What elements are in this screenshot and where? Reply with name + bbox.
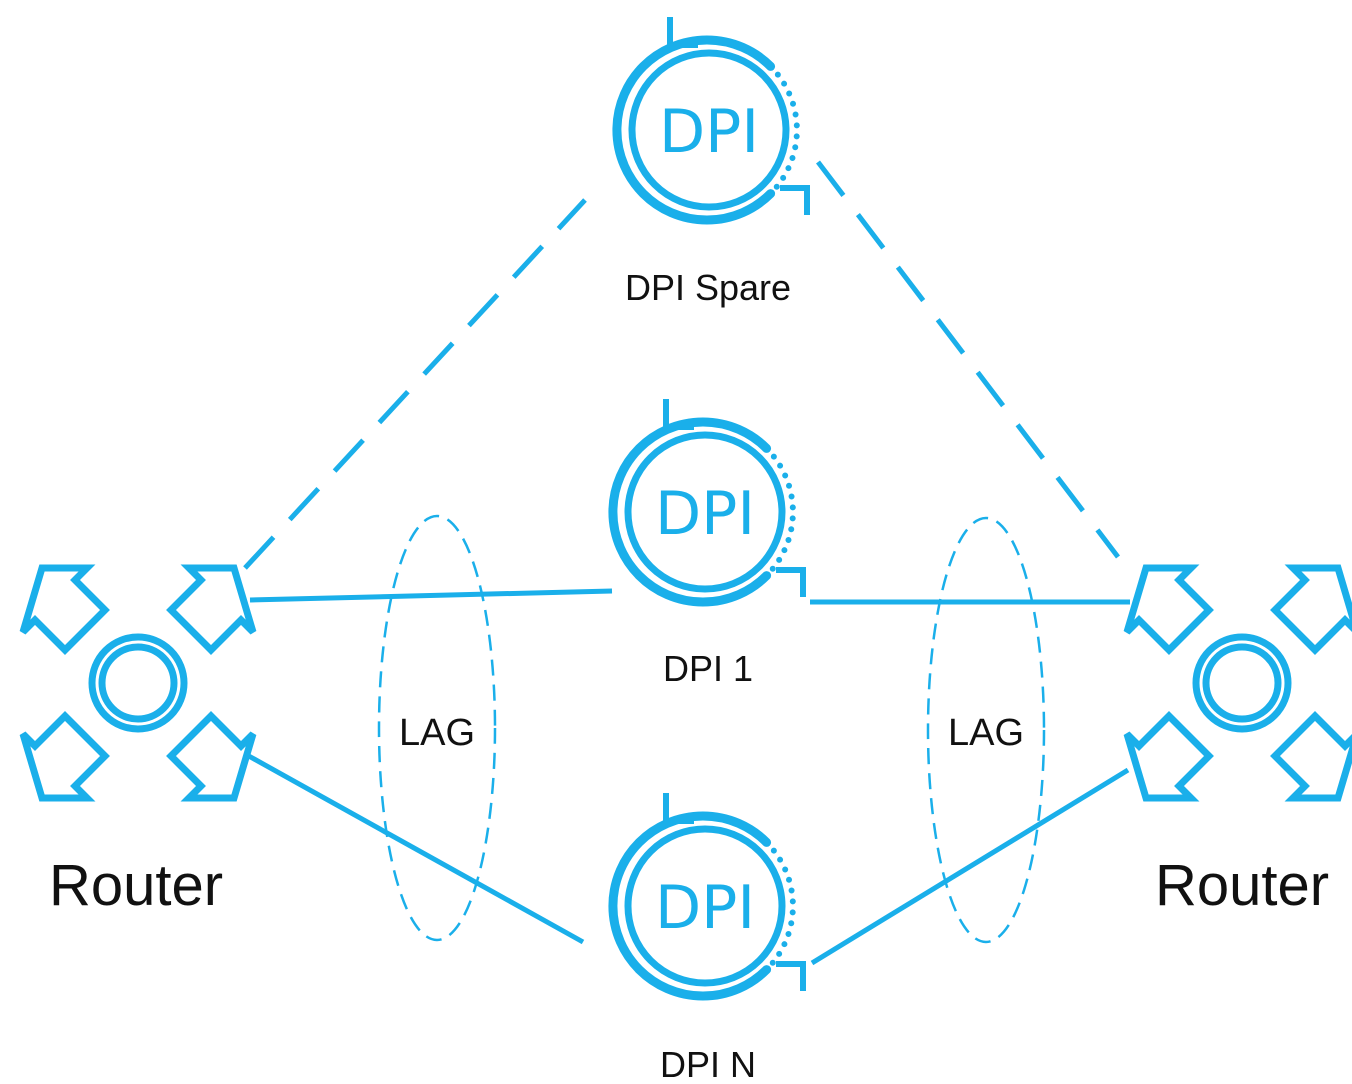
dpi-icon: DPI [613, 793, 803, 996]
lag-label: LAG [948, 712, 1024, 754]
link-dpi-n-router-right [810, 767, 1130, 966]
links [243, 160, 1130, 966]
link-router-left-dpi-spare [243, 198, 587, 570]
dpi-icon-text: DPI [655, 479, 755, 549]
dpi-spare-node: DPI DPI Spare [617, 17, 807, 308]
lag-right: LAG [926, 516, 1046, 944]
lag-ellipse [377, 514, 497, 942]
router-right-label: Router [1155, 853, 1329, 918]
lag-left: LAG [377, 514, 497, 942]
lag-ellipse [926, 516, 1046, 944]
dpi-1-node: DPI DPI 1 [613, 399, 803, 689]
dpi-icon: DPI [617, 17, 807, 220]
dpi-icon-text: DPI [655, 873, 755, 943]
router-right-node: Router [1127, 568, 1352, 918]
dpi-icon-text: DPI [659, 97, 759, 167]
dpi-1-label: DPI 1 [663, 648, 753, 689]
link-router-left-dpi-n [245, 752, 585, 945]
router-left-label: Router [49, 853, 223, 918]
router-left-node: Router [23, 568, 253, 918]
dpi-icon: DPI [613, 399, 803, 602]
dpi-n-node: DPI DPI N [613, 793, 803, 1084]
dpi-n-label: DPI N [660, 1044, 756, 1084]
link-router-left-dpi-1 [249, 588, 613, 603]
dpi-spare-label: DPI Spare [625, 267, 791, 308]
lag-label: LAG [399, 712, 475, 754]
router-icon [23, 568, 253, 798]
link-dpi-spare-router-right [816, 160, 1120, 559]
router-icon [1127, 568, 1352, 798]
